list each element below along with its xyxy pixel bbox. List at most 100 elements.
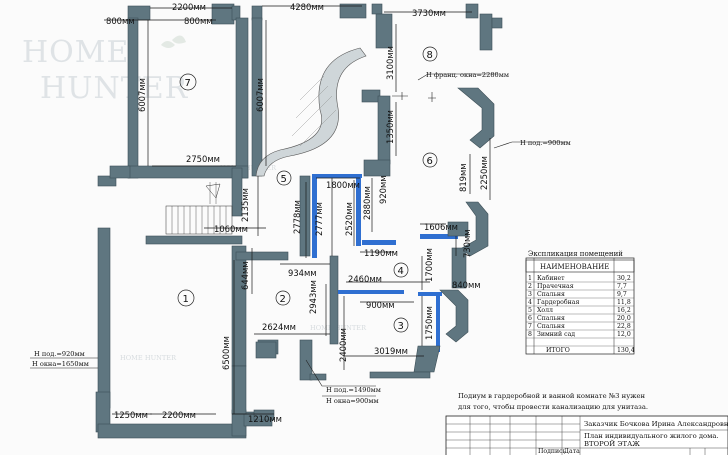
dim-2624: 2624мм (262, 322, 296, 332)
row-1-area: 30,2 (617, 275, 631, 282)
french-window-note: Н франц. окна=2280мм (426, 71, 509, 79)
room-6-number: 6 (427, 156, 433, 167)
row-6-num: 6 (528, 315, 532, 322)
title-block: Заказчик Бочкова Ирина Александровна Пла… (445, 415, 728, 455)
dim-3100: 3100мм (385, 46, 395, 80)
row-5-area: 16,2 (617, 307, 631, 314)
dim-6007-left: 6007мм (137, 78, 147, 112)
plan-title-line2: ВТОРОЙ ЭТАЖ (584, 439, 640, 448)
row-2-area: 7,7 (617, 283, 627, 290)
dim-920: 920мм (378, 175, 388, 204)
total-area: 130,4 (617, 347, 635, 354)
dim-1060: 1060мм (214, 224, 248, 234)
room-3-number: 3 (398, 321, 404, 332)
dim-1800: 1800мм (326, 180, 360, 190)
dim-3019: 3019мм (374, 346, 408, 356)
row-7-num: 7 (528, 323, 532, 330)
exterior-walls (95, 3, 503, 439)
dim-1210: 1210мм (248, 414, 282, 424)
dim-2200-bottom: 2200мм (162, 410, 196, 420)
explication-rows: 1 Кабинет 30,2 2 Прачечная 7,7 3 Спальня… (528, 275, 635, 354)
row-2-name: Прачечная (537, 283, 574, 290)
leaf-icon (161, 35, 186, 48)
row-4-num: 4 (528, 299, 532, 306)
dim-1350: 1350мм (385, 110, 395, 144)
row-3-num: 3 (528, 291, 532, 298)
explication-table: Экспликация помещений НАИМЕНОВАНИЕ 1 Каб… (525, 250, 635, 355)
row-5-name: Холл (537, 307, 553, 314)
sill-height-1490-note: Н под.=1490мм (326, 386, 381, 394)
explication-header: НАИМЕНОВАНИЕ (540, 263, 609, 271)
row-4-area: 11,8 (617, 299, 631, 306)
row-8-name: Зимний сад (537, 331, 575, 338)
dim-2520: 2520мм (344, 202, 354, 236)
row-7-name: Спальня (537, 323, 565, 330)
dim-2135: 2135мм (240, 188, 250, 222)
watermark-small-1: HOME HUNTER (220, 164, 277, 172)
dim-2777: 2777мм (314, 202, 324, 236)
dim-1750: 1750мм (424, 306, 434, 340)
watermark-small-2: HOME HUNTER (310, 324, 367, 332)
row-3-area: 9,7 (617, 291, 627, 298)
note-line2: для того, чтобы провести канализацию для… (458, 403, 648, 411)
row-5-num: 5 (528, 307, 532, 314)
explication-title: Экспликация помещений (528, 250, 623, 258)
dimension-labels: 800мм 2200мм 800мм 4280мм 3730мм 6007мм … (106, 2, 489, 424)
watermark-line2: HUNTER (40, 71, 189, 106)
dim-6007-right: 6007мм (255, 78, 265, 112)
dim-6500: 6500мм (221, 336, 231, 370)
window-height-1650-note: Н окна=1650мм (32, 360, 89, 368)
dim-800-top-left: 800мм (106, 16, 135, 26)
dim-2750: 2750мм (186, 154, 220, 164)
watermark-line1: HOME (22, 35, 129, 70)
sill-height-920-note: Н под.=920мм (34, 350, 85, 358)
dimension-lines (104, 5, 491, 415)
room-4-number: 4 (398, 266, 404, 277)
row-4-name: Гардеробная (537, 299, 579, 306)
dim-1700: 1700мм (424, 248, 434, 282)
window-markers (392, 92, 436, 102)
dim-2943: 2943мм (308, 280, 318, 314)
row-6-area: 20,0 (617, 315, 631, 322)
dim-840: 840мм (452, 280, 481, 290)
row-8-area: 12,0 (617, 331, 631, 338)
dim-1190: 1190мм (364, 248, 398, 258)
dim-800-top: 800мм (184, 16, 213, 26)
note-line1: Подиум в гардеробной и ванной комнате №3… (458, 392, 645, 400)
row-1-name: Кабинет (537, 275, 565, 282)
dim-2778: 2778мм (292, 200, 302, 234)
dim-4280: 4280мм (290, 2, 324, 12)
dim-2250: 2250мм (479, 156, 489, 190)
dim-1250: 1250мм (114, 410, 148, 420)
room-markers: 1 2 3 4 5 6 7 8 (177, 46, 438, 333)
curved-glazed-wall (255, 47, 367, 177)
opening-annotations: Н франц. окна=2280мм Н под.=900мм Н под.… (30, 71, 571, 405)
row-8-num: 8 (528, 331, 532, 338)
row-2-num: 2 (528, 283, 532, 290)
row-3-name: Спальня (537, 291, 565, 298)
room-7-number: 7 (185, 78, 191, 89)
row-7-area: 22,8 (617, 323, 631, 330)
room-8-number: 8 (427, 50, 433, 61)
row-1-num: 1 (528, 275, 532, 282)
dim-2400: 2400мм (338, 328, 348, 362)
room-1-number: 1 (183, 294, 189, 305)
customer-name: Заказчик Бочкова Ирина Александровна (584, 420, 728, 428)
plan-title-line1: План индивидуального жилого дома. (584, 432, 719, 440)
plumbing-note: Подиум в гардеробной и ванной комнате №3… (458, 392, 648, 411)
dim-2200-top: 2200мм (172, 2, 206, 12)
total-label: ИТОГО (546, 347, 570, 354)
dim-2880: 2880мм (362, 186, 372, 220)
dim-2460: 2460мм (348, 274, 382, 284)
dim-644: 644мм (240, 261, 250, 290)
window-height-900-note: Н окна=900мм (326, 397, 379, 405)
dim-819: 819мм (458, 163, 468, 192)
date-column: Дата (564, 448, 580, 455)
dim-1606: 1606мм (424, 222, 458, 232)
signature-column: Подпись (538, 448, 567, 455)
dim-3730: 3730мм (412, 8, 446, 18)
dim-934: 934мм (288, 268, 317, 278)
dim-730: 730мм (462, 229, 472, 258)
